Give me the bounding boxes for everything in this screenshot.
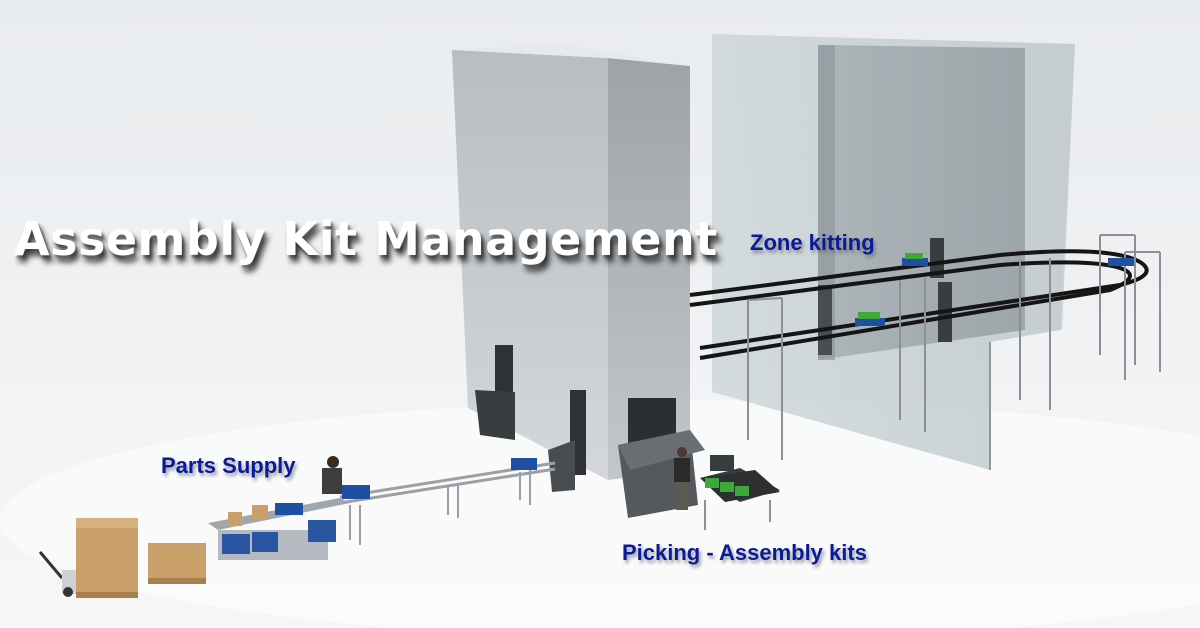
parts-supply-label: Parts Supply xyxy=(161,453,296,478)
zone-kitting-label: Zone kitting xyxy=(750,230,875,255)
picking-conveyor xyxy=(700,455,780,530)
page-title: Assembly Kit Management xyxy=(14,212,718,266)
operator-picking xyxy=(674,447,690,510)
parts-supply-area xyxy=(38,456,370,598)
picking-label: Picking - Assembly kits xyxy=(622,540,867,565)
conveyor-frames xyxy=(747,234,1161,460)
